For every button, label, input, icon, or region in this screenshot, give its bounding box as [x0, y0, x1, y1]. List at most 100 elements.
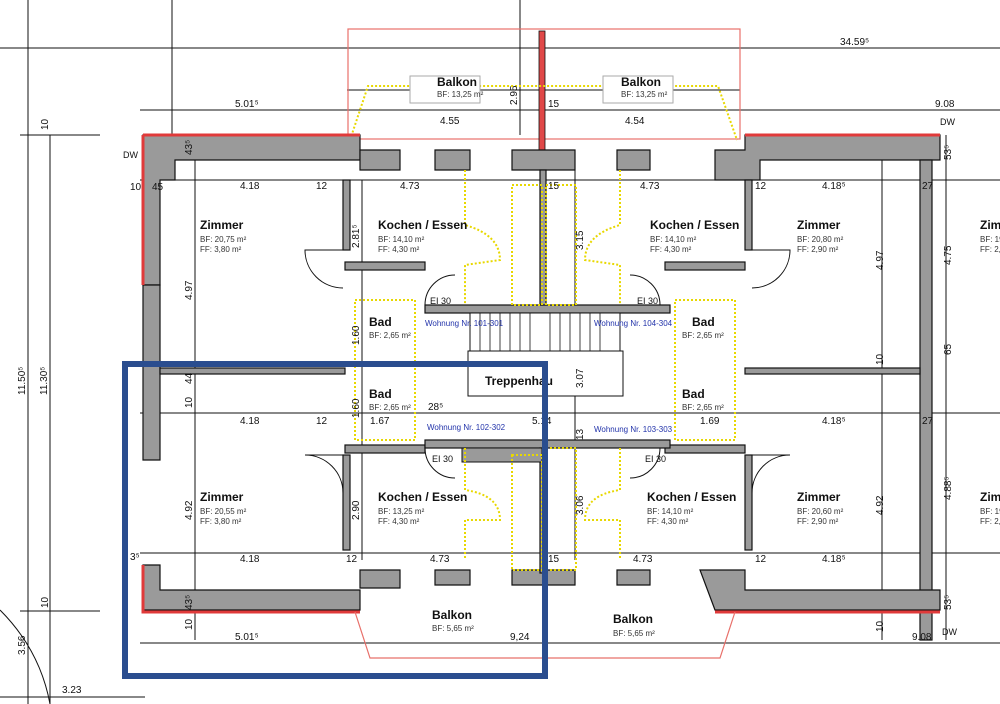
- dim: 10: [875, 353, 886, 365]
- room-ff: FF: 4,30 m²: [378, 517, 420, 526]
- dim: 4.18: [240, 554, 260, 565]
- wall-type: DW: [123, 150, 138, 160]
- dim: 1.60: [351, 398, 362, 418]
- dim: 9.08: [935, 99, 955, 110]
- room-ff: FF: 2,90 m²: [797, 245, 839, 254]
- dim: 28⁵: [428, 402, 443, 413]
- room-bf: BF: 2,65 m²: [369, 403, 411, 412]
- dim: 65: [943, 343, 954, 355]
- room-name: Kochen / Essen: [378, 218, 467, 232]
- dim: 53⁵: [943, 145, 954, 160]
- dim: 13: [575, 428, 586, 440]
- dim: 5.14: [532, 416, 552, 427]
- walls: [141, 133, 941, 641]
- room-bf: BF: 5,65 m²: [613, 629, 655, 638]
- room-bf: BF: 14,10 m²: [647, 507, 694, 516]
- dim: 4.97: [875, 250, 886, 270]
- room-ff: FF: 3,80 m²: [200, 245, 242, 254]
- dim: 12: [346, 554, 358, 565]
- dim: 34.59⁵: [840, 37, 869, 48]
- highlight-frame: [122, 361, 548, 679]
- dim: 3.23: [62, 685, 82, 696]
- room-bf: BF: 19: [980, 235, 1000, 244]
- dim: 9,24: [510, 632, 530, 643]
- room-name: Bad: [369, 387, 392, 401]
- dim: 10: [130, 182, 142, 193]
- dimension-labels: 34.59⁵ 5.01⁵ 9.08 5.01⁵ 9,24 9.08 3.23 1…: [17, 37, 955, 696]
- dim: 9.08: [912, 632, 932, 643]
- kitchen-fittings: [354, 170, 736, 571]
- room-name: Balkon: [621, 75, 661, 89]
- dim: 1.69: [700, 416, 720, 427]
- dim: 15: [548, 554, 560, 565]
- room-name: Balkon: [437, 75, 477, 89]
- room-name: Balkon: [432, 608, 472, 622]
- apartment-label: Wohnung Nr. 104-304: [594, 319, 673, 328]
- room-bf: BF: 2,65 m²: [682, 403, 724, 412]
- dim: 12: [755, 181, 767, 192]
- apartment-label: Wohnung Nr. 103-303: [594, 425, 673, 434]
- dim: 11.30⁵: [39, 367, 50, 395]
- room-name: Bad: [682, 387, 705, 401]
- dim: 43⁵: [184, 595, 195, 610]
- room-name: Zimm: [980, 218, 1000, 232]
- room-bf: BF: 20,75 m²: [200, 235, 247, 244]
- dim: 2.81⁵: [351, 224, 362, 248]
- dim: 3.07: [575, 368, 586, 388]
- room-bf: BF: 2,65 m²: [369, 331, 411, 340]
- room-bf: BF: 13,25 m²: [378, 507, 425, 516]
- dim: 3.06: [575, 495, 586, 515]
- room-name: Zimm: [980, 490, 1000, 504]
- room-ff: FF: 2,: [980, 517, 1000, 526]
- dim: 4.18: [240, 181, 260, 192]
- room-bf: BF: 13,25 m²: [621, 90, 668, 99]
- dim: 3⁵: [130, 552, 140, 563]
- room-name: Zimmer: [200, 218, 244, 232]
- dim: 45: [152, 182, 164, 193]
- dim: 27: [922, 416, 934, 427]
- room-ff: FF: 2,90 m²: [797, 517, 839, 526]
- dim: 43⁵: [184, 140, 195, 155]
- room-bf: BF: 2,65 m²: [682, 331, 724, 340]
- room-name: Kochen / Essen: [650, 218, 739, 232]
- dim: 4.55: [440, 116, 460, 127]
- dim: 15: [548, 181, 560, 192]
- dim: 4.54: [625, 116, 645, 127]
- room-ff: FF: 2,: [980, 245, 1000, 254]
- dim: 4.97: [184, 280, 195, 300]
- room-name: Bad: [369, 315, 392, 329]
- room-ff: FF: 4,30 m²: [378, 245, 420, 254]
- dim: 5.01⁵: [235, 632, 259, 643]
- room-name: Balkon: [613, 612, 653, 626]
- room-name: Treppenhau: [485, 374, 553, 388]
- wall-type: DW: [942, 627, 957, 637]
- dim: 3.56: [17, 635, 28, 655]
- dim: 5.01⁵: [235, 99, 259, 110]
- dim: 4.92: [184, 500, 195, 520]
- dim: 10: [40, 596, 51, 608]
- fire-rating: EI 30: [637, 296, 658, 306]
- room-bf: BF: 13,25 m²: [437, 90, 484, 99]
- fire-rating: EI 30: [432, 454, 453, 464]
- dim: 12: [316, 181, 328, 192]
- doors: [304, 249, 791, 494]
- room-name: Zimmer: [797, 490, 841, 504]
- dim: 4.75: [943, 245, 954, 265]
- room-ff: FF: 3,80 m²: [200, 517, 242, 526]
- dim: 4.73: [633, 554, 653, 565]
- room-ff: FF: 4,30 m²: [650, 245, 692, 254]
- dim: 11.50⁵: [17, 367, 28, 395]
- room-name: Kochen / Essen: [378, 490, 467, 504]
- dim: 10: [40, 118, 51, 130]
- room-bf: BF: 20,80 m²: [797, 235, 844, 244]
- dim: 10: [184, 396, 195, 408]
- dim: 4.88⁵: [943, 476, 954, 500]
- wall-type: DW: [940, 117, 955, 127]
- room-name: Zimmer: [200, 490, 244, 504]
- dim: 1.60: [351, 325, 362, 345]
- dim: 27: [922, 181, 934, 192]
- room-name: Zimmer: [797, 218, 841, 232]
- room-bf: BF: 5,65 m²: [432, 624, 474, 633]
- apartment-label: Wohnung Nr. 101-301: [425, 319, 504, 328]
